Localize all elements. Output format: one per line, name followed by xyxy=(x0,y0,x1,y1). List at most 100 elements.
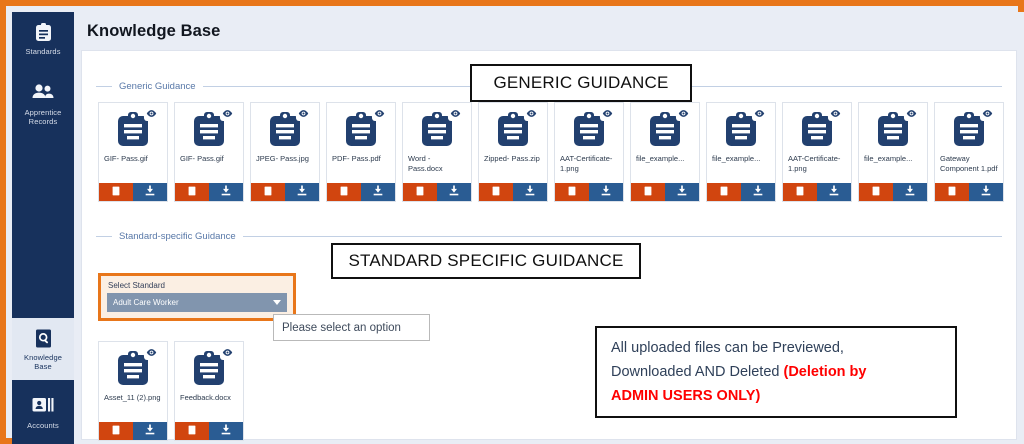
annotation-permissions-note: All uploaded files can be Previewed, Dow… xyxy=(595,326,957,418)
sidebar-item-knowledge-base[interactable]: Knowledge Base xyxy=(12,318,74,380)
file-card[interactable]: Feedback.docx xyxy=(174,341,244,441)
file-card[interactable]: Zipped- Pass.zip xyxy=(478,102,548,202)
file-name: JPEG- Pass.jpg xyxy=(256,154,309,163)
download-icon xyxy=(753,183,763,201)
file-card[interactable]: AAT-Certificate-1.png xyxy=(554,102,624,202)
trash-icon xyxy=(948,183,956,201)
delete-button[interactable] xyxy=(99,422,133,440)
delete-button[interactable] xyxy=(707,183,741,201)
file-thumbnail xyxy=(403,103,471,153)
sidebar-item-label: Accounts xyxy=(27,421,59,430)
file-actions xyxy=(327,183,395,201)
download-button[interactable] xyxy=(133,183,167,201)
eye-icon[interactable] xyxy=(904,106,919,121)
eye-icon[interactable] xyxy=(144,345,159,360)
file-card[interactable]: PDF- Pass.pdf xyxy=(326,102,396,202)
eye-icon[interactable] xyxy=(144,106,159,121)
download-button[interactable] xyxy=(665,183,699,201)
download-button[interactable] xyxy=(209,183,243,201)
delete-button[interactable] xyxy=(175,183,209,201)
eye-icon[interactable] xyxy=(296,106,311,121)
file-actions xyxy=(555,183,623,201)
download-button[interactable] xyxy=(133,422,167,440)
file-thumbnail xyxy=(99,103,167,153)
file-actions xyxy=(99,422,167,440)
file-name: GIF- Pass.gif xyxy=(104,154,148,163)
download-button[interactable] xyxy=(969,183,1003,201)
select-option-tooltip: Please select an option xyxy=(273,314,430,341)
delete-button[interactable] xyxy=(175,422,209,440)
sidebar-item-accounts[interactable]: Accounts xyxy=(12,380,74,444)
select-standard-dropdown[interactable]: Adult Care Worker xyxy=(107,293,287,312)
trash-icon xyxy=(188,422,196,440)
delete-button[interactable] xyxy=(859,183,893,201)
eye-icon[interactable] xyxy=(676,106,691,121)
download-button[interactable] xyxy=(589,183,623,201)
file-card[interactable]: Word - Pass.docx xyxy=(402,102,472,202)
eye-icon[interactable] xyxy=(828,106,843,121)
divider-standard-specific-guidance: Standard-specific Guidance xyxy=(82,202,1016,242)
download-button[interactable] xyxy=(893,183,927,201)
file-card[interactable]: file_example... xyxy=(858,102,928,202)
download-button[interactable] xyxy=(513,183,547,201)
eye-icon[interactable] xyxy=(220,106,235,121)
file-name: Feedback.docx xyxy=(180,393,231,402)
trash-icon xyxy=(492,183,500,201)
id-card-icon xyxy=(14,396,72,418)
download-button[interactable] xyxy=(741,183,775,201)
file-name: Zipped- Pass.zip xyxy=(484,154,540,163)
standard-specific-file-grid: Asset_11 (2).png Feedback.docx xyxy=(82,331,244,441)
note-text-red-1: (Deletion by xyxy=(783,364,867,380)
download-button[interactable] xyxy=(285,183,319,201)
eye-icon[interactable] xyxy=(600,106,615,121)
delete-button[interactable] xyxy=(99,183,133,201)
delete-button[interactable] xyxy=(783,183,817,201)
file-card[interactable]: JPEG- Pass.jpg xyxy=(250,102,320,202)
eye-icon[interactable] xyxy=(372,106,387,121)
download-button[interactable] xyxy=(817,183,851,201)
download-icon xyxy=(525,183,535,201)
download-icon xyxy=(905,183,915,201)
eye-icon[interactable] xyxy=(980,106,995,121)
eye-icon[interactable] xyxy=(752,106,767,121)
delete-button[interactable] xyxy=(251,183,285,201)
annotation-standard-specific-guidance: STANDARD SPECIFIC GUIDANCE xyxy=(331,243,641,279)
download-icon xyxy=(829,183,839,201)
delete-button[interactable] xyxy=(479,183,513,201)
file-name: Asset_11 (2).png xyxy=(104,393,161,402)
download-button[interactable] xyxy=(209,422,243,440)
eye-icon[interactable] xyxy=(524,106,539,121)
trash-icon xyxy=(340,183,348,201)
file-card[interactable]: Asset_11 (2).png xyxy=(98,341,168,441)
file-card[interactable]: GIF- Pass.gif xyxy=(98,102,168,202)
file-card[interactable]: GIF- Pass.gif xyxy=(174,102,244,202)
download-button[interactable] xyxy=(437,183,471,201)
sidebar-item-standards[interactable]: Standards xyxy=(12,12,74,65)
file-thumbnail xyxy=(251,103,319,153)
sidebar-item-label: Apprentice Records xyxy=(24,108,62,126)
file-card[interactable]: Gateway Component 1.pdf xyxy=(934,102,1004,202)
delete-button[interactable] xyxy=(327,183,361,201)
file-card[interactable]: file_example... xyxy=(706,102,776,202)
delete-button[interactable] xyxy=(403,183,437,201)
file-actions xyxy=(251,183,319,201)
file-actions xyxy=(479,183,547,201)
file-thumbnail xyxy=(631,103,699,153)
download-button[interactable] xyxy=(361,183,395,201)
delete-button[interactable] xyxy=(555,183,589,201)
divider-rule-left xyxy=(96,236,112,237)
delete-button[interactable] xyxy=(935,183,969,201)
download-icon xyxy=(145,183,155,201)
sidebar: Standards Apprentice Records xyxy=(12,12,74,444)
delete-button[interactable] xyxy=(631,183,665,201)
chevron-down-icon xyxy=(273,300,281,305)
note-line-2: Downloaded AND Deleted (Deletion by xyxy=(611,360,866,384)
file-card[interactable]: AAT-Certificate-1.png xyxy=(782,102,852,202)
file-card[interactable]: file_example... xyxy=(630,102,700,202)
eye-icon[interactable] xyxy=(448,106,463,121)
sidebar-item-apprentice-records[interactable]: Apprentice Records xyxy=(12,65,74,135)
download-icon xyxy=(221,183,231,201)
eye-icon[interactable] xyxy=(220,345,235,360)
file-thumbnail xyxy=(175,103,243,153)
